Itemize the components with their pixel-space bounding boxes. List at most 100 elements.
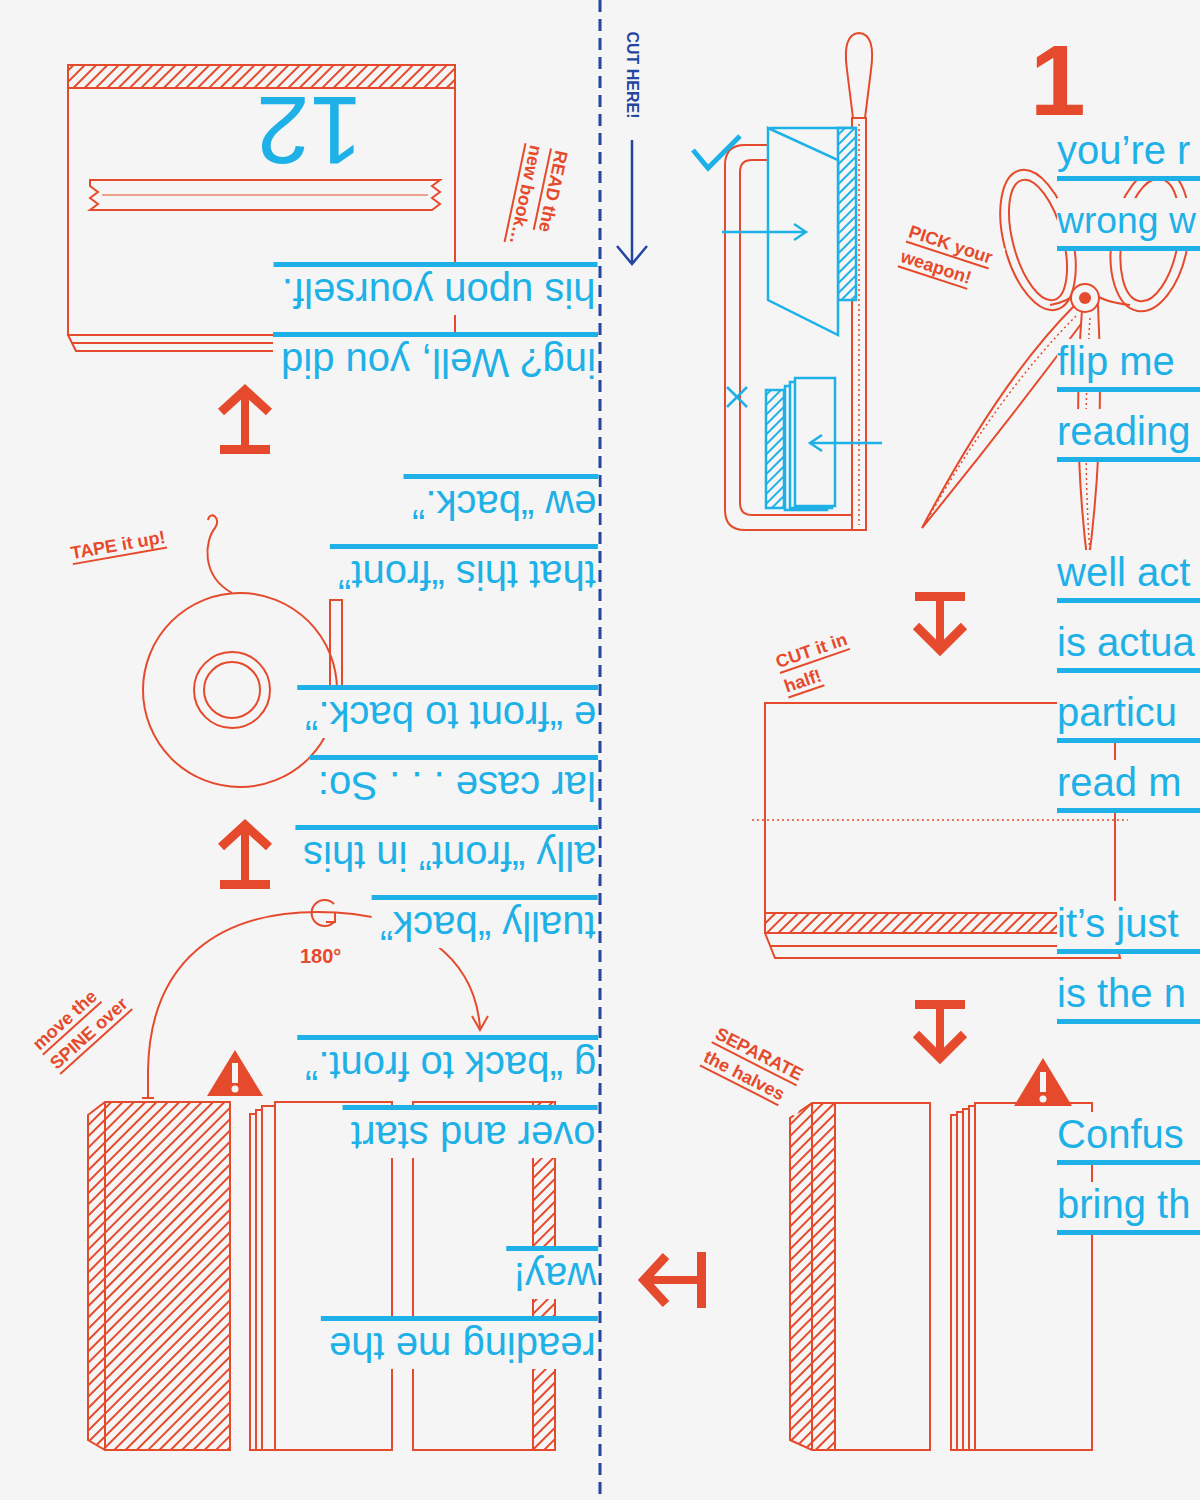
story-line-holder: tually “back”: [372, 895, 598, 948]
tape-dispenser: [207, 515, 232, 593]
story-line: that this “front”: [330, 544, 598, 597]
story-line: tually “back”: [372, 895, 598, 948]
tape-roll: [194, 652, 270, 728]
story-line-holder: e “front to back.”: [297, 685, 598, 738]
step-arrow: [644, 1256, 666, 1304]
step-callout: SEPARATE the halves: [696, 1019, 819, 1116]
story-line-holder: is actua: [1057, 620, 1200, 673]
story-line: g “back to front.”: [297, 1035, 598, 1088]
story-line: flip me: [1057, 339, 1200, 392]
half-spine: [790, 1103, 835, 1450]
story-line-holder: it’s just: [1057, 901, 1200, 954]
story-line: wrong w: [1057, 198, 1200, 251]
story-line: his upon yourself.: [274, 262, 598, 315]
step-arrow: [220, 445, 270, 454]
story-line-holder: bring th: [1057, 1182, 1200, 1235]
cut-instruction: CUT HERE!: [622, 28, 642, 121]
story-line-holder: over and start: [343, 1105, 598, 1158]
step-arrow: [915, 1000, 965, 1009]
cut-instruction-holder: CUT HERE!: [622, 28, 642, 121]
story-line: Confus: [1057, 1112, 1200, 1165]
story-line-holder: ew “back.”: [404, 474, 599, 527]
story-line-holder: way!: [506, 1246, 598, 1299]
cross-mark: [727, 387, 747, 407]
story-line: lar case . . . So:: [310, 755, 598, 808]
blue-arrow: [722, 231, 804, 234]
blue-arrow-head: [810, 435, 822, 451]
scissor-pivot: [1071, 284, 1099, 312]
step-callout-holder: SEPARATE the halves: [696, 1019, 819, 1116]
story-line: ew “back.”: [404, 474, 599, 527]
tape-roll: [204, 662, 260, 718]
story-line-holder: g “back to front.”: [297, 1035, 598, 1088]
story-line: it’s just: [1057, 901, 1200, 954]
step-arrow: [936, 600, 944, 645]
story-line: bring th: [1057, 1182, 1200, 1235]
step-arrow: [220, 880, 270, 889]
step-callout-holder: CUT it in half!: [769, 624, 866, 701]
cutter-guide: [858, 124, 860, 525]
warning-mark: [1040, 1072, 1046, 1092]
story-line-holder: read m: [1057, 760, 1200, 813]
story-line: ally “front” in this: [295, 825, 598, 878]
story-line: e “front to back.”: [297, 685, 598, 738]
half-book: [835, 1103, 930, 1450]
step-arrow: [936, 1008, 944, 1053]
story-line: way!: [506, 1246, 598, 1299]
story-line-holder: his upon yourself.: [274, 262, 598, 315]
story-line: ing? Well, you did: [273, 332, 598, 385]
book-edge: [68, 65, 455, 88]
story-line: is actua: [1057, 620, 1200, 673]
story-line-holder: wrong w: [1057, 198, 1200, 251]
step-number-holder: 1: [1030, 35, 1086, 125]
story-line: reading: [1057, 409, 1200, 462]
warning-mark: [1040, 1096, 1047, 1103]
step-arrow: [916, 626, 964, 650]
tape-strip: [102, 194, 428, 196]
story-line: read m: [1057, 760, 1200, 813]
blade-edge: [930, 316, 1076, 515]
cross-mark: [727, 387, 747, 407]
story-line-holder: reading me the: [321, 1316, 598, 1369]
blue-arrow: [812, 442, 882, 445]
warning-mark: [232, 1086, 239, 1093]
rotate-arrow-head: [472, 1016, 488, 1030]
rotate-symbol: [312, 900, 334, 926]
blue-arrow-head: [794, 224, 806, 240]
story-line: you’re r: [1057, 128, 1200, 181]
step-arrow: [916, 1034, 964, 1058]
scissor-pivot: [1079, 292, 1091, 304]
rotate-arrow-tick: [142, 1097, 154, 1099]
rotation-angle-holder: 180°: [298, 944, 343, 968]
warning-sign: [1014, 1058, 1072, 1106]
story-line-holder: Confus: [1057, 1112, 1200, 1165]
cutter-handle: [846, 33, 872, 118]
story-line-holder: reading: [1057, 409, 1200, 462]
story-line-holder: you’re r: [1057, 128, 1200, 181]
spine-block: [104, 1102, 106, 1450]
step-callout: move the SPINE over: [24, 967, 139, 1078]
book-spine: [838, 128, 856, 300]
spine-block: [88, 1102, 230, 1450]
rotate-symbol: [326, 913, 335, 922]
story-line-holder: particu: [1057, 690, 1200, 743]
small-book-spine: [766, 390, 784, 508]
story-line-holder: ing? Well, you did: [273, 332, 598, 385]
step-callout-holder: PICK your weapon!: [894, 218, 1005, 298]
cut-arrow-head: [617, 246, 647, 264]
story-line-holder: flip me: [1057, 339, 1200, 392]
step-arrow: [241, 396, 249, 446]
step-callout: TAPE it up!: [66, 523, 171, 566]
step-arrow: [650, 1276, 700, 1284]
check-mark: [693, 136, 740, 168]
half-spine: [811, 1103, 813, 1450]
step-callout-holder: TAPE it up!: [66, 523, 171, 566]
warning-mark: [232, 1063, 238, 1083]
story-line: reading me the: [321, 1316, 598, 1369]
story-line: well act: [1057, 550, 1200, 603]
cut-arrow-shaft: [631, 140, 634, 262]
step-arrow: [241, 831, 249, 881]
step-number: 1: [1030, 35, 1086, 125]
